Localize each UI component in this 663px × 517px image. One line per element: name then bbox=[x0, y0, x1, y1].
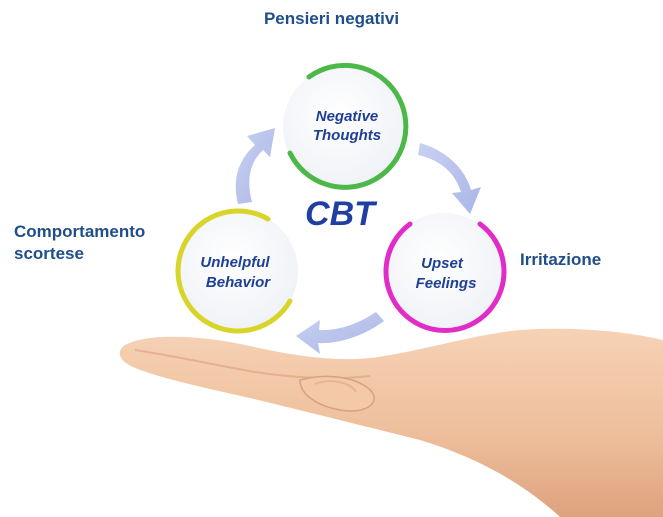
node-thoughts-circle bbox=[283, 66, 405, 188]
node-feelings-line1: Upset bbox=[421, 255, 464, 272]
open-hand-image bbox=[119, 328, 663, 517]
node-feelings-circle bbox=[385, 213, 503, 331]
node-behavior-ring bbox=[175, 208, 293, 334]
node-thoughts-ring bbox=[287, 62, 409, 190]
hand-palm-shape bbox=[119, 328, 663, 517]
arrow-behavior-to-thoughts bbox=[235, 128, 275, 204]
hand-thumb bbox=[299, 375, 375, 412]
arrow-thoughts-to-feelings bbox=[418, 143, 481, 214]
caption-left-line2: scortese bbox=[14, 244, 84, 263]
cycle-arrows bbox=[235, 128, 481, 354]
node-thoughts-line2: Thoughts bbox=[313, 127, 381, 144]
arrow-feelings-to-behavior bbox=[296, 312, 384, 354]
node-upset-feelings: Upset Feelings bbox=[383, 213, 507, 333]
node-thoughts-line1: Negative bbox=[316, 108, 379, 125]
caption-left-line1: Comportamento bbox=[14, 222, 146, 241]
node-behavior-circle bbox=[178, 211, 298, 331]
caption-upset-feelings: Irritazione bbox=[520, 250, 602, 269]
caption-negative-thoughts: Pensieri negativi bbox=[263, 9, 400, 28]
node-unhelpful-behavior: Unhelpful Behavior bbox=[175, 208, 298, 334]
node-behavior-line2: Behavior bbox=[206, 274, 271, 291]
center-cbt-label: CBT bbox=[305, 195, 378, 233]
node-behavior-line1: Unhelpful bbox=[200, 254, 270, 271]
caption-unhelpful-behavior: Comportamento scortese bbox=[14, 221, 204, 265]
node-feelings-line2: Feelings bbox=[416, 275, 477, 292]
thumbnail-shape bbox=[314, 380, 357, 393]
node-negative-thoughts: Negative Thoughts bbox=[283, 62, 409, 190]
node-feelings-ring bbox=[383, 221, 507, 333]
